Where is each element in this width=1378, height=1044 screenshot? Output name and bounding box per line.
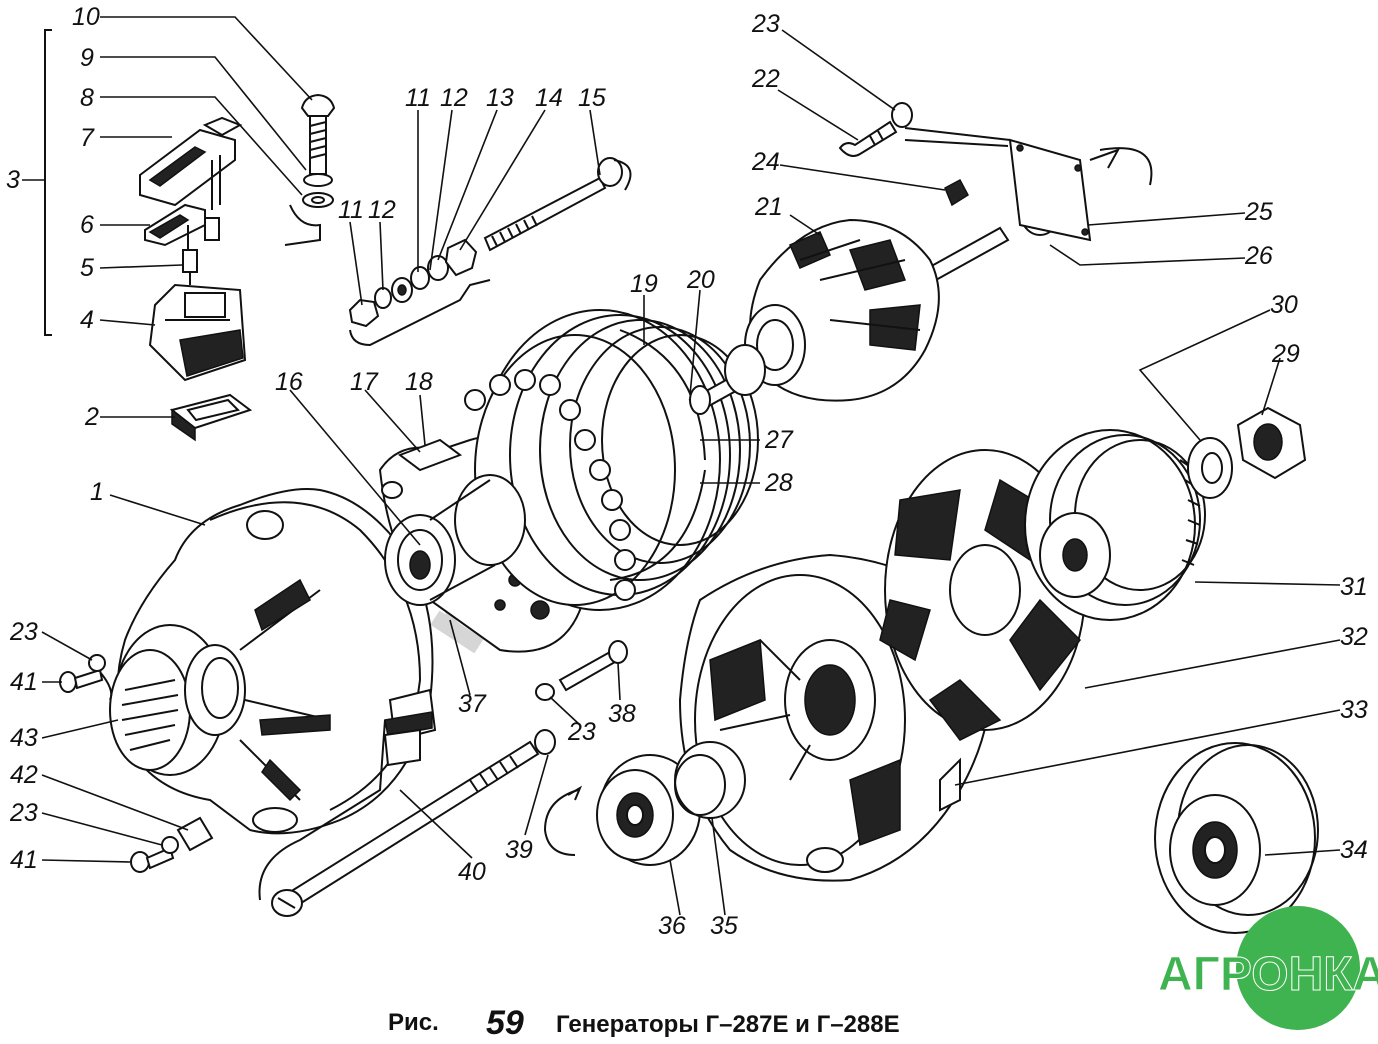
part-label: 9 — [80, 44, 94, 72]
part-labels: 10 9 8 7 3 6 5 4 2 1 23 41 43 42 23 41 1… — [6, 3, 1368, 940]
bearing-part-35 — [674, 741, 746, 819]
washer-part-39 — [534, 729, 556, 755]
part-label: 3 — [6, 166, 20, 194]
screw-part-41-lower — [130, 836, 179, 873]
small-hardware-row — [348, 157, 632, 347]
part-label: 33 — [1340, 696, 1368, 724]
part-label: 17 — [350, 368, 379, 396]
part-label: 18 — [405, 368, 433, 396]
stator-winding — [464, 369, 636, 601]
part-label: 2 — [84, 403, 99, 431]
part-label: 7 — [80, 124, 95, 152]
part-label: 23 — [9, 618, 38, 646]
part-label: 14 — [535, 84, 563, 112]
part-label: 35 — [710, 912, 738, 940]
screw-part-22 — [838, 120, 898, 157]
part-label: 32 — [1340, 623, 1368, 651]
washer-part-23-b — [161, 836, 179, 854]
pulley-part-31 — [1024, 429, 1206, 621]
flat-washer-part-8 — [302, 192, 334, 208]
nut-part-14 — [444, 238, 478, 277]
caption-title: Генераторы Г–287Е и Г–288Е — [556, 1011, 900, 1038]
part-label: 41 — [10, 668, 38, 696]
part-label: 28 — [764, 469, 793, 497]
part-label: 31 — [1340, 573, 1368, 601]
part-label: 43 — [10, 724, 38, 752]
part-label: 29 — [1271, 340, 1300, 368]
part-label: 34 — [1340, 836, 1368, 864]
part-label: 25 — [1244, 198, 1273, 226]
part-label: 19 — [630, 270, 658, 298]
tie-bolt-part-40 — [258, 719, 556, 917]
screw-part-38 — [558, 640, 628, 692]
stator-assembly — [378, 309, 759, 653]
part-label: 37 — [458, 690, 487, 718]
part-label: 12 — [368, 196, 396, 224]
part-label: 22 — [751, 65, 780, 93]
caption-number: 59 — [486, 1004, 524, 1042]
part-label: 13 — [486, 84, 514, 112]
rotor-assembly — [688, 138, 1153, 415]
part-label: 11 — [338, 196, 364, 224]
part-label: 6 — [80, 211, 94, 239]
clip-part-18 — [397, 438, 463, 472]
washer-part-13 — [410, 266, 430, 290]
pulley-part-34 — [1154, 742, 1319, 934]
part-label: 11 — [405, 84, 431, 112]
logo-circle — [1236, 906, 1360, 1030]
washer-part-23-d — [891, 102, 913, 128]
nut-part-29 — [1236, 406, 1307, 480]
logo-text: АГРОНКА — [1158, 948, 1378, 1001]
brush-holder-body-part-4 — [148, 283, 247, 382]
part-label: 24 — [751, 148, 780, 176]
part-label: 27 — [764, 426, 794, 454]
front-cover-part-1 — [99, 488, 437, 852]
seal-part-2 — [169, 393, 253, 442]
part-label: 16 — [275, 368, 303, 396]
washer-part-12 — [374, 287, 392, 309]
brush-holder-group — [44, 29, 336, 442]
part-label: 36 — [658, 912, 686, 940]
leader-lines — [22, 16, 1341, 916]
washer-part-30 — [1187, 437, 1233, 499]
key-part-24 — [944, 178, 969, 207]
part-label: 21 — [754, 193, 783, 221]
part-label: 1 — [90, 478, 104, 506]
part-label: 10 — [72, 3, 100, 31]
part-label: 38 — [608, 700, 636, 728]
flange-part-25 — [1008, 138, 1092, 242]
part-label: 30 — [1270, 291, 1298, 319]
part-label: 40 — [458, 858, 486, 886]
part-label: 12 — [440, 84, 468, 112]
spring-washer-part-9 — [303, 173, 333, 187]
rotation-arrow — [543, 789, 579, 856]
washer-part-23-a — [88, 654, 106, 672]
brush-plate-part-7 — [139, 116, 243, 210]
caption-prefix: Рис. — [388, 1009, 439, 1036]
screw-part-41-upper — [59, 654, 106, 693]
part-label: 23 — [751, 10, 780, 38]
part-label: 23 — [9, 799, 38, 827]
part-label: 15 — [578, 84, 606, 112]
part-label: 42 — [10, 761, 38, 789]
part-label: 4 — [80, 306, 94, 334]
screw-part-10 — [300, 93, 336, 175]
nut-part-11 — [348, 298, 380, 328]
brush-part-5 — [182, 249, 198, 273]
part-label: 39 — [505, 836, 533, 864]
part-label: 41 — [10, 846, 38, 874]
agronka-logo: АГРОНКА — [1158, 906, 1378, 1030]
part-label: 23 — [567, 718, 596, 746]
brush-part-6 — [144, 203, 220, 250]
part-label: 5 — [80, 254, 94, 282]
part-label: 26 — [1244, 242, 1273, 270]
part-label: 8 — [80, 84, 94, 112]
part-label: 20 — [686, 266, 715, 294]
figure-caption: Рис. 59 Генераторы Г–287Е и Г–288Е — [388, 1004, 900, 1042]
terminal-plate-part-42 — [176, 816, 214, 852]
stud-part-15 — [483, 157, 632, 252]
washer-part-23-c — [535, 683, 555, 701]
